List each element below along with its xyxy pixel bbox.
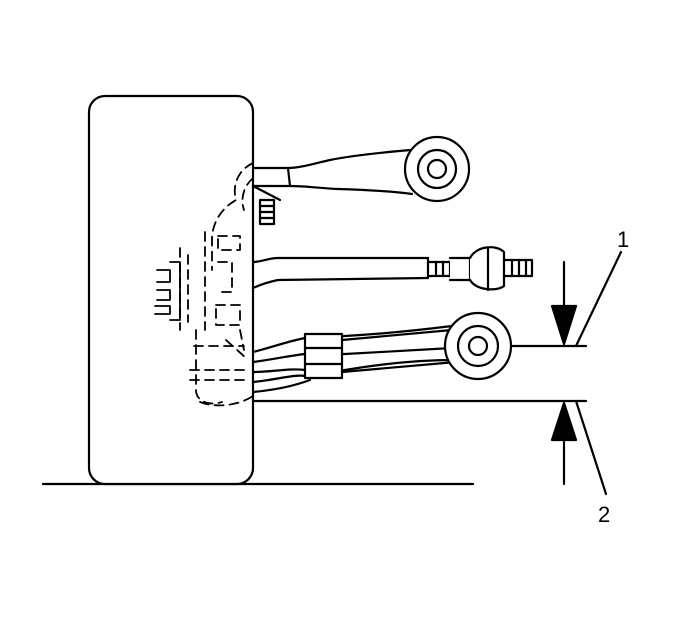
lower-control-arm: [251, 311, 513, 394]
upper-control-arm: [251, 135, 471, 226]
callout-leader-1: [574, 250, 623, 348]
callout-leader-2: [574, 399, 608, 496]
callout-label-1: 1: [617, 227, 629, 252]
measurement-arrows: [550, 260, 578, 486]
wheel: [87, 94, 255, 486]
caliper-mount: [154, 261, 181, 321]
tie-rod: [251, 246, 534, 292]
callout-label-2: 2: [598, 502, 610, 527]
